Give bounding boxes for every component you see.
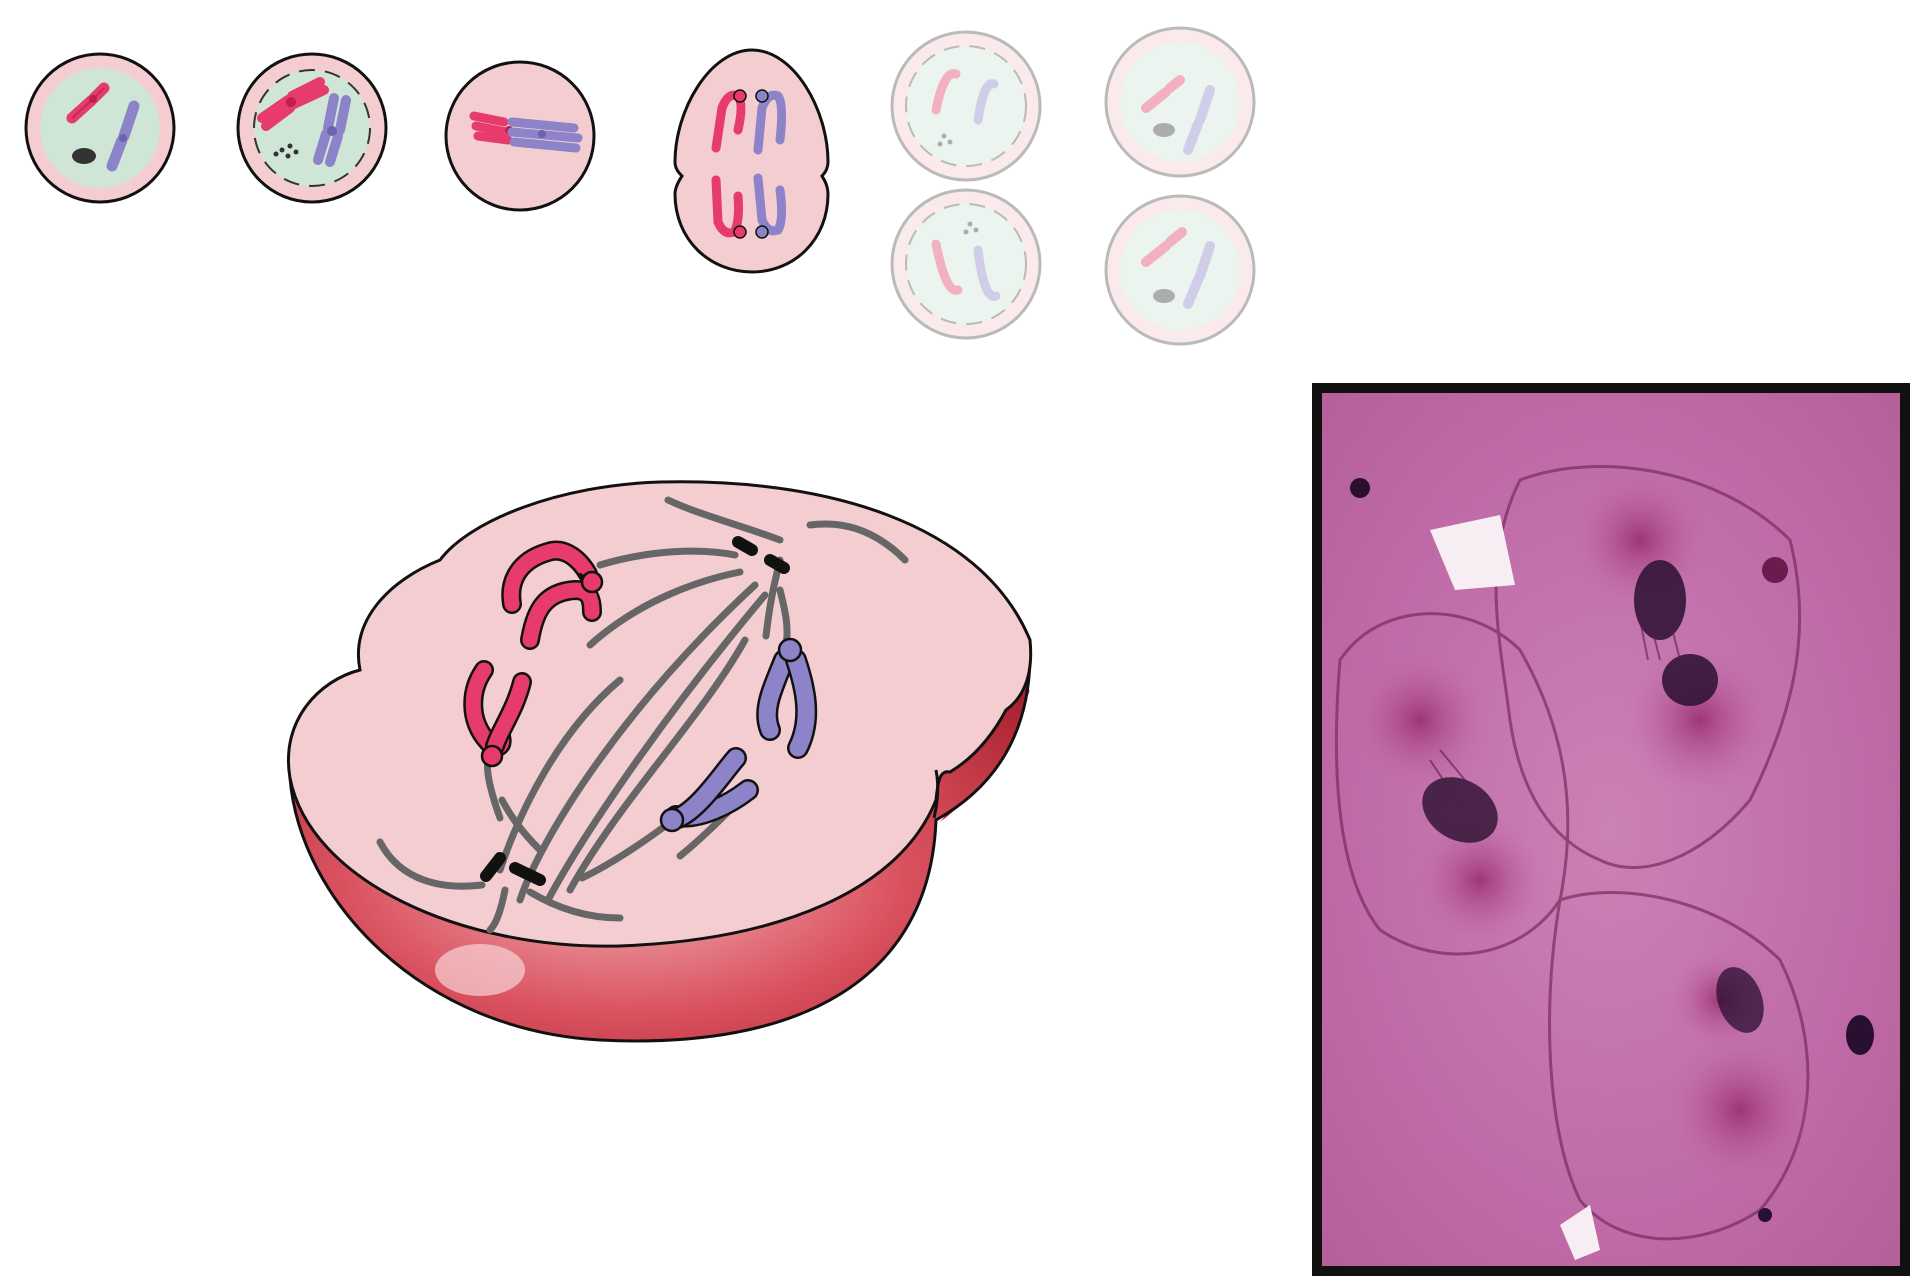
chromosome-icon xyxy=(106,100,140,172)
chromosome-icon xyxy=(463,540,602,757)
stage-daughter-cells xyxy=(1104,26,1256,346)
stage-prophase xyxy=(236,52,388,204)
centromere-icon xyxy=(733,225,747,239)
chromosome-icon xyxy=(507,117,583,153)
centromere-icon xyxy=(777,637,803,663)
nucleolus-icon xyxy=(273,143,299,159)
stage-anaphase xyxy=(673,48,830,274)
centrosome-icon xyxy=(480,852,546,886)
cell-3d-cutaway-icon xyxy=(287,480,1033,1043)
chromosome-icon xyxy=(257,77,329,131)
centromere-icon xyxy=(580,570,604,594)
chromosome-icon xyxy=(66,82,110,124)
centromere-icon xyxy=(480,744,504,768)
chromosome-icon xyxy=(469,111,513,145)
stage-interphase xyxy=(24,52,176,204)
centromere-icon xyxy=(659,807,685,833)
centromere-icon xyxy=(755,225,769,239)
main-anaphase-cell xyxy=(287,480,1033,1043)
centromere-icon xyxy=(733,89,747,103)
nucleolus-icon xyxy=(72,148,96,164)
centromere-icon xyxy=(755,89,769,103)
stage-metaphase xyxy=(444,60,596,212)
centrosome-icon xyxy=(732,536,790,574)
micrograph-anaphase-icon xyxy=(1312,383,1910,1276)
stage-telophase xyxy=(890,30,1042,340)
chromosome-icon xyxy=(313,93,351,167)
